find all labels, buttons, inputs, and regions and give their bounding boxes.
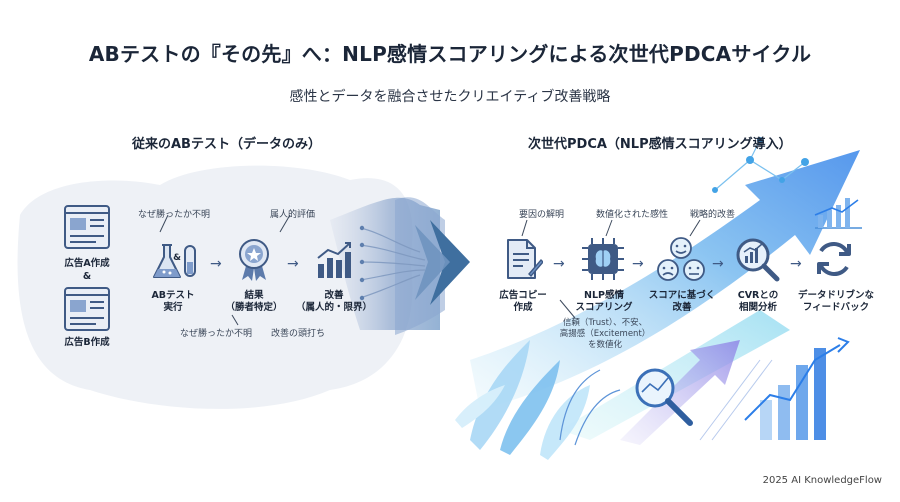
step-test-label-1: ABテスト: [151, 290, 195, 301]
refresh-cycle-icon: [817, 241, 851, 277]
step-fb-label-2: フィードバック: [802, 302, 870, 313]
arrow-right-icon: →: [210, 256, 222, 272]
right-note-1: 要因の解明: [519, 210, 565, 220]
arrow-right-icon: →: [790, 256, 802, 272]
step-nlp-label-1: NLP感情: [584, 290, 624, 301]
footer-credit: 2025 AI KnowledgeFlow: [762, 475, 882, 486]
nlp-desc-1: 信頼（Trust）、不安、: [562, 318, 648, 328]
left-note-top-2: 属人的評価: [270, 210, 316, 220]
test-tube-icon: [184, 245, 196, 277]
ad-b-label: 広告B作成: [64, 337, 110, 348]
step-test-label-2: 実行: [163, 302, 183, 313]
nlp-desc-3: を数値化: [587, 340, 622, 350]
amp-small-label: &: [173, 253, 181, 263]
nlp-desc-2: 高揚感（Excitement）: [559, 329, 651, 339]
right-section-heading: 次世代PDCA（NLP感情スコアリング導入）: [528, 137, 792, 152]
step-result-label-1: 結果: [244, 290, 264, 301]
page-subtitle: 感性とデータを融合させたクリエイティブ改善戦略: [289, 89, 611, 105]
step-copy-label-1: 広告コピー: [499, 290, 547, 301]
step-copy-label-2: 作成: [513, 302, 533, 313]
left-note-bottom-2: 改善の頭打ち: [271, 329, 326, 339]
right-note-3: 戦略的改善: [690, 210, 736, 220]
document-edit-icon: [507, 239, 543, 279]
step-cvr-label-1: CVRとの: [737, 290, 779, 301]
step-result-label-2: （勝者特定）: [225, 302, 283, 313]
arrow-right-icon: →: [632, 256, 644, 272]
flask-icon: [153, 244, 181, 278]
arrow-right-icon: →: [287, 256, 299, 272]
step-cvr-label-2: 相関分析: [738, 302, 777, 313]
emotion-faces-icon: [657, 237, 705, 281]
magnifier-chart-icon: [736, 238, 780, 282]
step-improve-label-1: 改善: [324, 290, 344, 301]
arrow-right-icon: →: [712, 256, 724, 272]
left-section-heading: 従来のABテスト（データのみ）: [132, 137, 321, 152]
arrow-right-icon: →: [553, 256, 565, 272]
step-score-label-1: スコアに基づく: [648, 290, 716, 301]
ad-window-icon: [64, 287, 110, 331]
right-note-2: 数値化された感性: [596, 210, 669, 220]
step-fb-label-1: データドリブンな: [797, 290, 874, 301]
page-title: ABテストの『その先』へ：NLP感情スコアリングによる次世代PDCAサイクル: [88, 42, 812, 66]
step-nlp-label-2: スコアリング: [575, 302, 633, 313]
brain-chip-icon: [582, 238, 624, 280]
left-note-bottom-1: なぜ勝ったか不明: [180, 329, 253, 339]
left-note-top-1: なぜ勝ったか不明: [138, 210, 211, 220]
award-medal-icon: [239, 239, 269, 281]
ad-window-icon: [64, 205, 110, 249]
amp-label: &: [82, 271, 92, 282]
step-score-label-2: 改善: [672, 302, 692, 313]
step-improve-label-2: （属人的・限界）: [295, 302, 372, 313]
bar-chart-icon: [317, 242, 351, 278]
ad-a-label: 広告A作成: [64, 258, 110, 269]
